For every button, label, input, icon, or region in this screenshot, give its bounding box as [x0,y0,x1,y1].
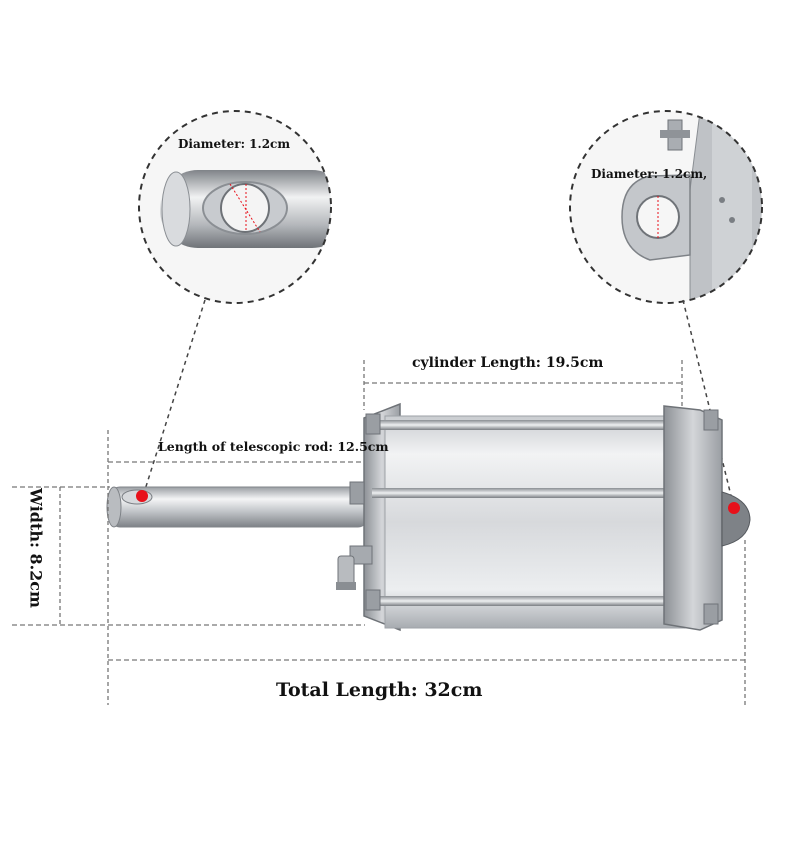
diameter-label-rod-eye: Diameter: 1.2cm [178,137,291,151]
air-fitting [336,545,373,590]
cylinder-length-label: cylinder Length: 19.5cm [412,355,604,371]
marker-rod-eye [136,490,148,502]
marker-rear-clevis [728,502,740,514]
telescopic-rod-length-label: Length of telescopic rod: 12.5cm [158,439,389,454]
callout-line-left [142,299,206,497]
total-length-label: Total Length: 32cm [276,679,483,701]
callout-line-right [682,299,735,509]
zoom-circle-rear-clevis [569,110,763,304]
width-label: Width: 8.2cm [26,488,46,608]
diameter-label-rear-clevis: Diameter: 1.2cm, [591,167,708,181]
dimension-lines [12,360,746,705]
zoom-circle-rod-eye [138,110,332,304]
pneumatic-cylinder [106,402,751,632]
